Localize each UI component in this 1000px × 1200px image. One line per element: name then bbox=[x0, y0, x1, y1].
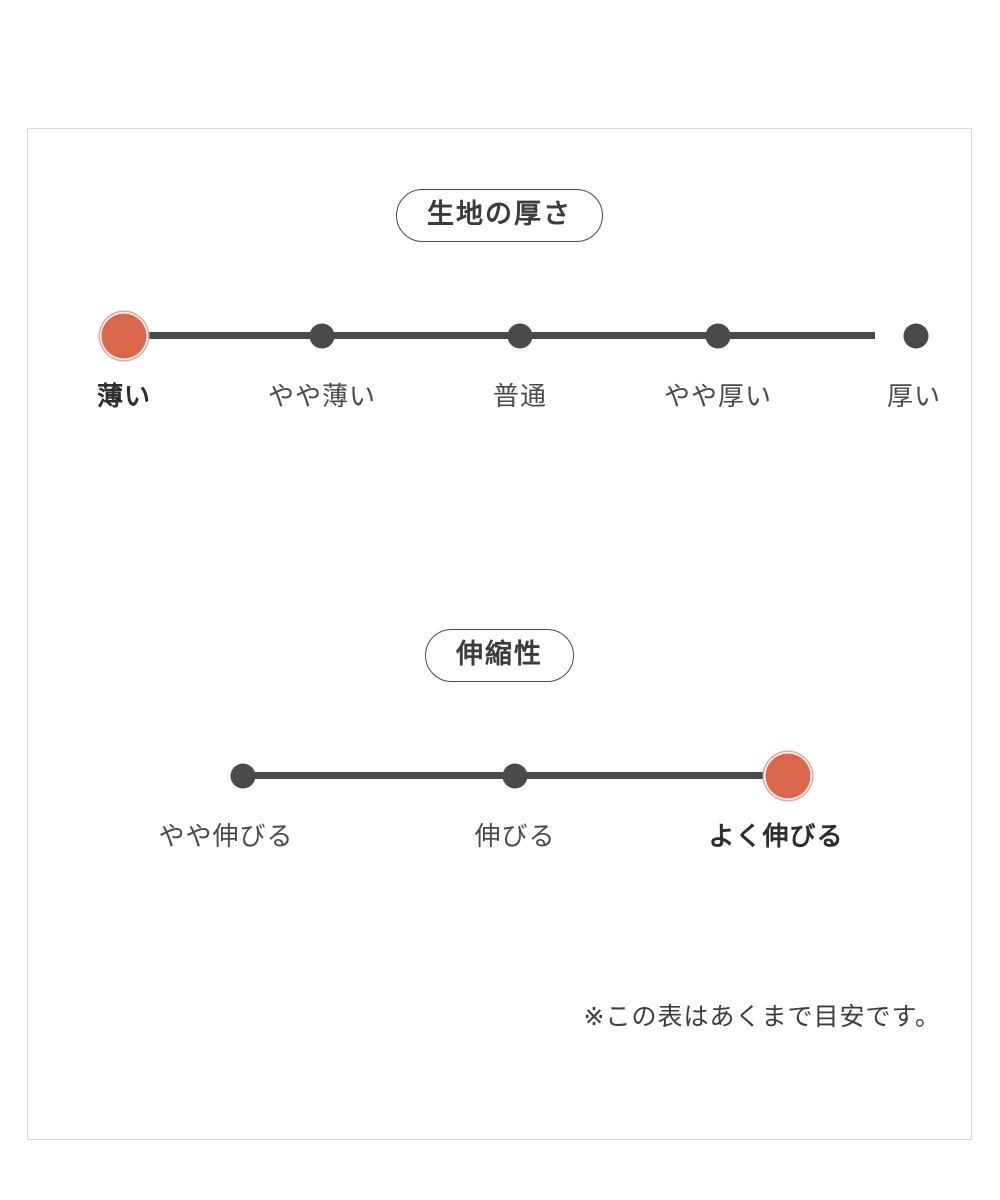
disclaimer-note: ※この表はあくまで目安です。 bbox=[583, 1003, 941, 1031]
scale-label-thickness-4: 厚い bbox=[886, 381, 942, 411]
scale-label-stretch-0: やや伸びる bbox=[158, 821, 294, 851]
scale-node-stretch-2[interactable] bbox=[765, 753, 811, 799]
scale-node-stretch-0[interactable] bbox=[230, 763, 256, 789]
scale-stretch bbox=[28, 744, 971, 808]
scale-label-stretch-2: よく伸びる bbox=[708, 821, 844, 851]
scale-node-thickness-1[interactable] bbox=[309, 323, 335, 349]
scale-label-thickness-1: やや薄い bbox=[267, 381, 377, 411]
scale-label-thickness-3: やや厚い bbox=[663, 381, 773, 411]
section-title-thickness: 生地の厚さ bbox=[396, 189, 603, 242]
scale-thickness bbox=[28, 304, 971, 368]
scale-node-thickness-2[interactable] bbox=[507, 323, 533, 349]
scale-label-stretch-1: 伸びる bbox=[474, 821, 556, 851]
section-title-wrap-stretch: 伸縮性 bbox=[28, 629, 971, 682]
scale-node-thickness-4[interactable] bbox=[903, 323, 929, 349]
scale-node-stretch-1[interactable] bbox=[502, 763, 528, 789]
section-fabric-thickness: 生地の厚さ 薄い やや薄い 普通 やや厚い 厚い bbox=[28, 189, 971, 434]
scale-label-thickness-0: 薄い bbox=[96, 381, 152, 411]
scale-node-thickness-0[interactable] bbox=[101, 313, 147, 359]
scale-label-thickness-2: 普通 bbox=[492, 381, 548, 411]
scale-labels-thickness: 薄い やや薄い 普通 やや厚い 厚い bbox=[28, 382, 971, 434]
scale-track-thickness bbox=[124, 332, 875, 339]
section-title-stretch: 伸縮性 bbox=[425, 629, 574, 682]
scale-node-thickness-3[interactable] bbox=[705, 323, 731, 349]
section-title-wrap-thickness: 生地の厚さ bbox=[28, 189, 971, 242]
scale-labels-stretch: やや伸びる 伸びる よく伸びる bbox=[28, 822, 971, 874]
spec-table-panel: 生地の厚さ 薄い やや薄い 普通 やや厚い 厚い 伸縮性 bbox=[27, 128, 972, 1140]
section-stretchability: 伸縮性 やや伸びる 伸びる よく伸びる bbox=[28, 629, 971, 874]
